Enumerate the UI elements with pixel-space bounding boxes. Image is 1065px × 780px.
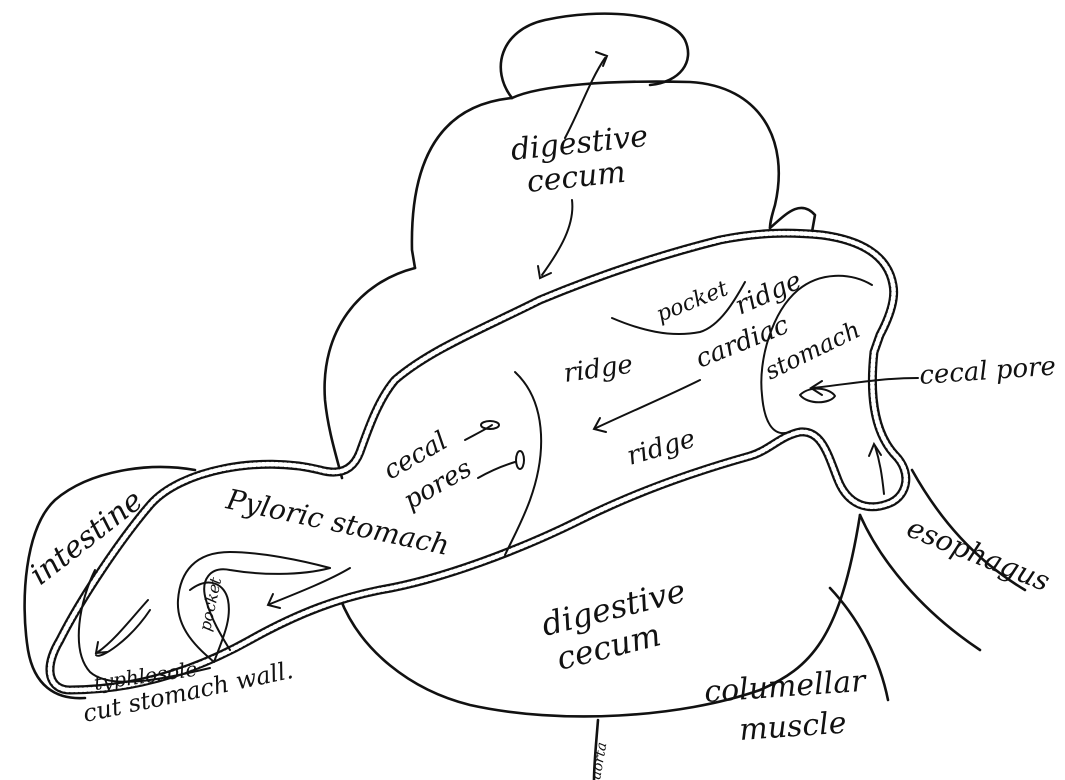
cecal-pore-1 <box>481 421 499 429</box>
svg-text:muscle: muscle <box>738 706 848 748</box>
svg-text:cecal pore: cecal pore <box>918 352 1056 391</box>
label-ridge-upper-right: ridge <box>731 266 807 322</box>
svg-text:ridge: ridge <box>731 266 807 322</box>
svg-text:intestine: intestine <box>23 483 149 592</box>
svg-text:ridge: ridge <box>562 350 635 389</box>
label-ridge-middle: ridge <box>624 424 699 472</box>
label-muscle: muscle <box>738 706 848 748</box>
label-columellar: columellar <box>703 664 868 710</box>
label-aorta: aorta <box>588 741 610 780</box>
svg-text:aorta: aorta <box>588 741 610 780</box>
arrow-cecal-pore <box>812 378 918 388</box>
label-esophagus: esophagus <box>902 511 1054 598</box>
svg-text:ridge: ridge <box>624 424 699 472</box>
label-cecal-pore: cecal pore <box>918 352 1056 391</box>
arrow-cecal-pore-1 <box>465 425 492 440</box>
label-intestine: intestine <box>23 483 149 592</box>
arrow-to-cecum <box>542 200 572 275</box>
cecal-pore-opening <box>800 389 835 403</box>
arrow-cardiac-flow <box>596 380 700 428</box>
svg-text:esophagus: esophagus <box>902 511 1054 598</box>
cecal-pore-2 <box>516 451 524 469</box>
svg-text:columellar: columellar <box>703 664 868 710</box>
label-ridge-upper-left: ridge <box>562 350 635 389</box>
arrow-intestine-flow <box>98 600 148 652</box>
arrow-cecal-pore-2 <box>478 462 515 478</box>
